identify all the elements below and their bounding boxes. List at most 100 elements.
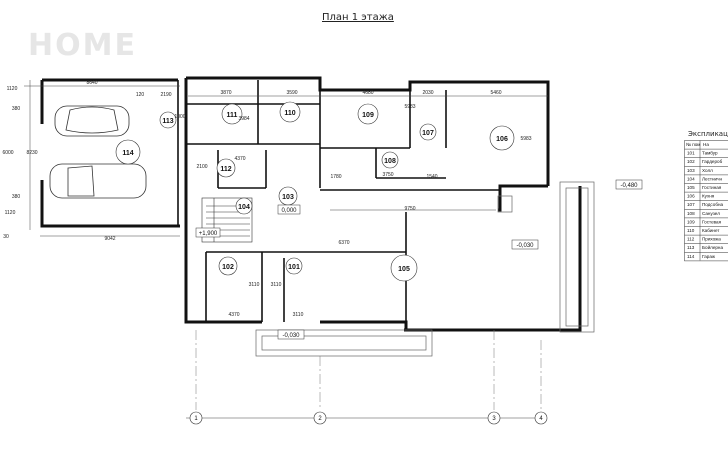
axis-label: 4 <box>539 416 543 422</box>
room-number: 114 <box>122 150 133 157</box>
dim-label: 9042 <box>104 236 115 242</box>
room-number: 111 <box>227 112 238 119</box>
legend-title: Экспликация <box>688 130 728 138</box>
room-markers <box>115 101 515 282</box>
dim-label: 2190 <box>160 92 171 98</box>
axis-labels: 1 2 3 4 <box>194 416 543 422</box>
room-number: 113 <box>162 118 173 125</box>
exterior-walls <box>40 76 582 332</box>
dim-label: 1120 <box>5 210 16 216</box>
dim-label: 8230 <box>26 150 37 156</box>
room-number: 109 <box>362 112 374 119</box>
legend-room-name: Санузел <box>702 211 720 216</box>
dim-label: 5983 <box>520 136 531 142</box>
legend-room-number: 109 <box>687 219 695 224</box>
dim-label: 120 <box>136 92 145 98</box>
legend-room-number: 104 <box>687 176 695 181</box>
room-number: 101 <box>288 264 300 271</box>
room-numbers: 111 110 109 107 106 113 114 112 108 103 … <box>122 110 508 273</box>
dim-label: 4680 <box>362 90 373 96</box>
legend-room-name: Подсобна <box>702 202 724 207</box>
room-number: 108 <box>384 158 396 165</box>
dim-label: 4370 <box>228 312 239 318</box>
legend-room-number: 102 <box>687 159 695 164</box>
dim-label: 3110 <box>293 312 304 318</box>
dim-label: 6370 <box>338 240 349 246</box>
level-label: -0,030 <box>516 243 534 249</box>
legend-header: На <box>703 142 709 147</box>
room-number: 105 <box>398 266 410 273</box>
axis-label: 2 <box>318 416 322 422</box>
legend-room-name: Гостиная <box>702 185 722 190</box>
dim-label: 3750 <box>382 172 393 178</box>
legend-room-number: 105 <box>687 185 695 190</box>
dim-label: 2030 <box>422 90 433 96</box>
legend-room-name: Лестничн <box>702 176 722 181</box>
dim-label: 4370 <box>234 156 245 162</box>
legend-room-name: Кабинет <box>702 228 720 233</box>
dim-label: 6000 <box>2 150 13 156</box>
room-number: 104 <box>238 204 250 211</box>
dim-label: 30 <box>3 234 9 240</box>
terraces <box>255 181 595 357</box>
room-number: 102 <box>222 264 234 271</box>
axis-lines <box>195 330 542 410</box>
dim-label: 2100 <box>196 164 207 170</box>
page-title: План 1 этажа <box>322 12 394 23</box>
dimension-lines <box>24 80 548 419</box>
legend-room-number: 114 <box>687 254 695 259</box>
dim-label: 1780 <box>330 174 341 180</box>
dim-label: 1120 <box>7 86 18 92</box>
dim-label: 380 <box>12 194 21 200</box>
dimension-labels: 8640 120 2190 3870 3590 4680 2030 5460 1… <box>2 80 531 318</box>
legend-room-number: 107 <box>687 202 695 207</box>
legend-header: № пом <box>686 142 700 147</box>
room-number: 107 <box>422 130 434 137</box>
dim-label: 8640 <box>86 80 97 86</box>
legend-room-number: 108 <box>687 211 695 216</box>
dim-label: 3870 <box>220 90 231 96</box>
interior-walls <box>177 80 500 330</box>
dim-label: 380 <box>12 106 21 112</box>
legend-room-name: Гостевая <box>702 219 722 224</box>
axis-markers <box>189 411 548 425</box>
dim-label: 3984 <box>238 116 249 122</box>
dim-label: 3590 <box>286 90 297 96</box>
legend-room-name: Гардероб <box>702 159 723 164</box>
legend-room-name: Тамбур <box>702 151 718 156</box>
level-label: 0,000 <box>281 208 297 214</box>
room-number: 103 <box>282 194 294 201</box>
legend-room-name: Кухня <box>702 194 715 199</box>
room-number: 110 <box>284 110 295 117</box>
legend-room-number: 106 <box>687 194 695 199</box>
level-marks: 0,000 -0,480 -0,030 -0,030 +1,900 <box>195 179 643 340</box>
legend-room-number: 112 <box>687 237 695 242</box>
legend-room-number: 103 <box>687 168 695 173</box>
room-number: 112 <box>220 166 231 173</box>
dim-label: 5460 <box>490 90 501 96</box>
level-label: -0,480 <box>620 183 638 189</box>
watermark-logo: HOME <box>28 28 137 63</box>
dim-label: 1540 <box>426 174 437 180</box>
legend-room-number: 101 <box>687 151 695 156</box>
axis-label: 3 <box>492 416 496 422</box>
level-label: +1,900 <box>199 231 218 237</box>
legend-room-number: 110 <box>687 228 695 233</box>
dim-label: 3110 <box>249 282 260 288</box>
legend-room-name: Гараж <box>702 254 716 259</box>
legend-room-name: Прихожа <box>702 237 721 242</box>
axis-label: 1 <box>194 416 198 422</box>
dim-label: 3110 <box>271 282 282 288</box>
garage-cars <box>49 105 147 199</box>
level-label: -0,030 <box>282 333 300 339</box>
dim-label: 9750 <box>404 206 415 212</box>
legend-room-name: Бойлерна <box>702 244 723 250</box>
dim-label: 5983 <box>404 104 415 110</box>
legend-room-name: Холл <box>702 168 713 173</box>
room-number: 106 <box>496 136 508 143</box>
legend-room-number: 113 <box>687 245 695 250</box>
dim-label: 1000 <box>174 114 185 120</box>
